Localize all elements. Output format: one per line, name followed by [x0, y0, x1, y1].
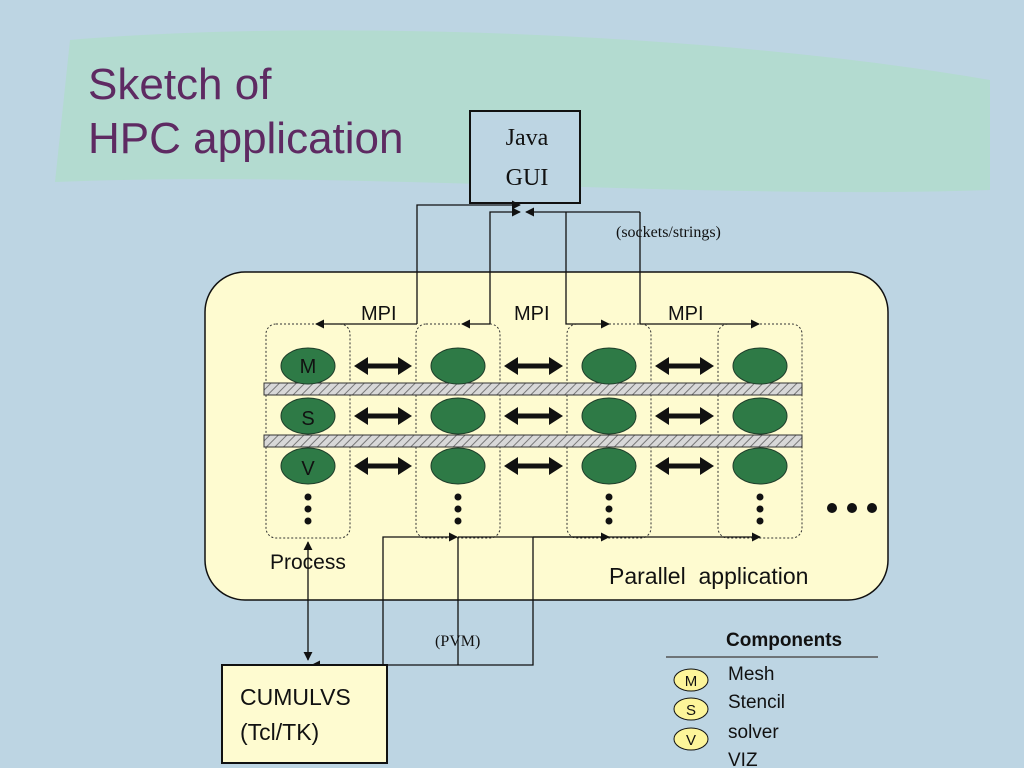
parallel-application-label: Parallel application: [609, 563, 808, 589]
socket-connections: [315, 200, 760, 329]
cumulvs-label-line2: (Tcl/TK): [240, 719, 319, 745]
vertical-dot: [756, 505, 764, 513]
cumulvs-label-line1: CUMULVS: [240, 684, 351, 710]
component-oval: [581, 397, 637, 435]
component-oval: [280, 347, 336, 385]
java-gui-box[interactable]: [469, 110, 581, 204]
sockets-label: (sockets/strings): [616, 224, 721, 241]
legend-heading: Components: [726, 630, 842, 651]
java-gui-label-line2: GUI: [506, 165, 549, 191]
component-oval: [280, 447, 336, 485]
slide-title-line2: HPC application: [88, 114, 404, 163]
legend-name-viz: VIZ: [728, 750, 758, 768]
component-oval: [732, 347, 788, 385]
component-oval: [732, 397, 788, 435]
hatched-band-1: [263, 382, 803, 396]
vertical-dot: [605, 517, 613, 525]
more-components-dots: [304, 493, 764, 525]
double-arrow: [655, 357, 714, 375]
double-arrow: [354, 357, 412, 375]
vertical-dot: [304, 493, 312, 501]
double-arrow: [354, 407, 412, 425]
legend-badge-m: M: [673, 668, 709, 692]
pvm-label: (PVM): [435, 633, 480, 650]
double-arrow: [655, 457, 714, 475]
hatched-band-2: [263, 434, 803, 448]
vertical-dot: [454, 493, 462, 501]
component-oval: [430, 347, 486, 385]
legend-badge-s-letter: S: [686, 702, 696, 719]
component-oval: [430, 447, 486, 485]
more-processes-ellipsis: [827, 503, 877, 513]
vertical-dot: [304, 505, 312, 513]
mpi-label-1: MPI: [361, 303, 397, 325]
component-oval: [430, 397, 486, 435]
oval-letter-m: M: [300, 356, 317, 378]
double-arrow: [354, 457, 412, 475]
legend-badge-v: V: [673, 727, 709, 751]
legend-name-solver: solver: [728, 722, 779, 743]
cumulvs-box[interactable]: [221, 664, 388, 764]
java-gui-label-line1: Java: [506, 125, 549, 151]
mpi-label-3: MPI: [668, 303, 704, 325]
double-arrow: [504, 457, 563, 475]
inter-process-arrows: [354, 357, 714, 475]
vertical-dot: [605, 493, 613, 501]
slide-title-line1: Sketch of: [88, 60, 272, 109]
vertical-dot: [454, 517, 462, 525]
double-arrow: [655, 407, 714, 425]
vertical-dot: [304, 517, 312, 525]
vertical-dot: [605, 505, 613, 513]
legend-badge-v-letter: V: [686, 732, 696, 749]
component-oval: [581, 447, 637, 485]
vertical-dot: [756, 493, 764, 501]
component-oval: [280, 397, 336, 435]
process-column-1: [265, 323, 351, 539]
oval-letter-v: V: [301, 458, 315, 480]
legend-name-stencil: Stencil: [728, 692, 785, 713]
legend-badge-s: S: [673, 697, 709, 721]
vertical-dot: [454, 505, 462, 513]
slide-title: Sketch of HPC application: [88, 58, 404, 166]
legend-name-mesh: Mesh: [728, 664, 774, 685]
legend-badge-m-letter: M: [685, 673, 698, 690]
oval-letter-s: S: [301, 408, 314, 430]
vertical-dot: [756, 517, 764, 525]
double-arrow: [504, 357, 563, 375]
component-oval: [581, 347, 637, 385]
component-ovals: [280, 347, 788, 485]
component-oval: [732, 447, 788, 485]
mpi-label-2: MPI: [514, 303, 550, 325]
double-arrow: [504, 407, 563, 425]
